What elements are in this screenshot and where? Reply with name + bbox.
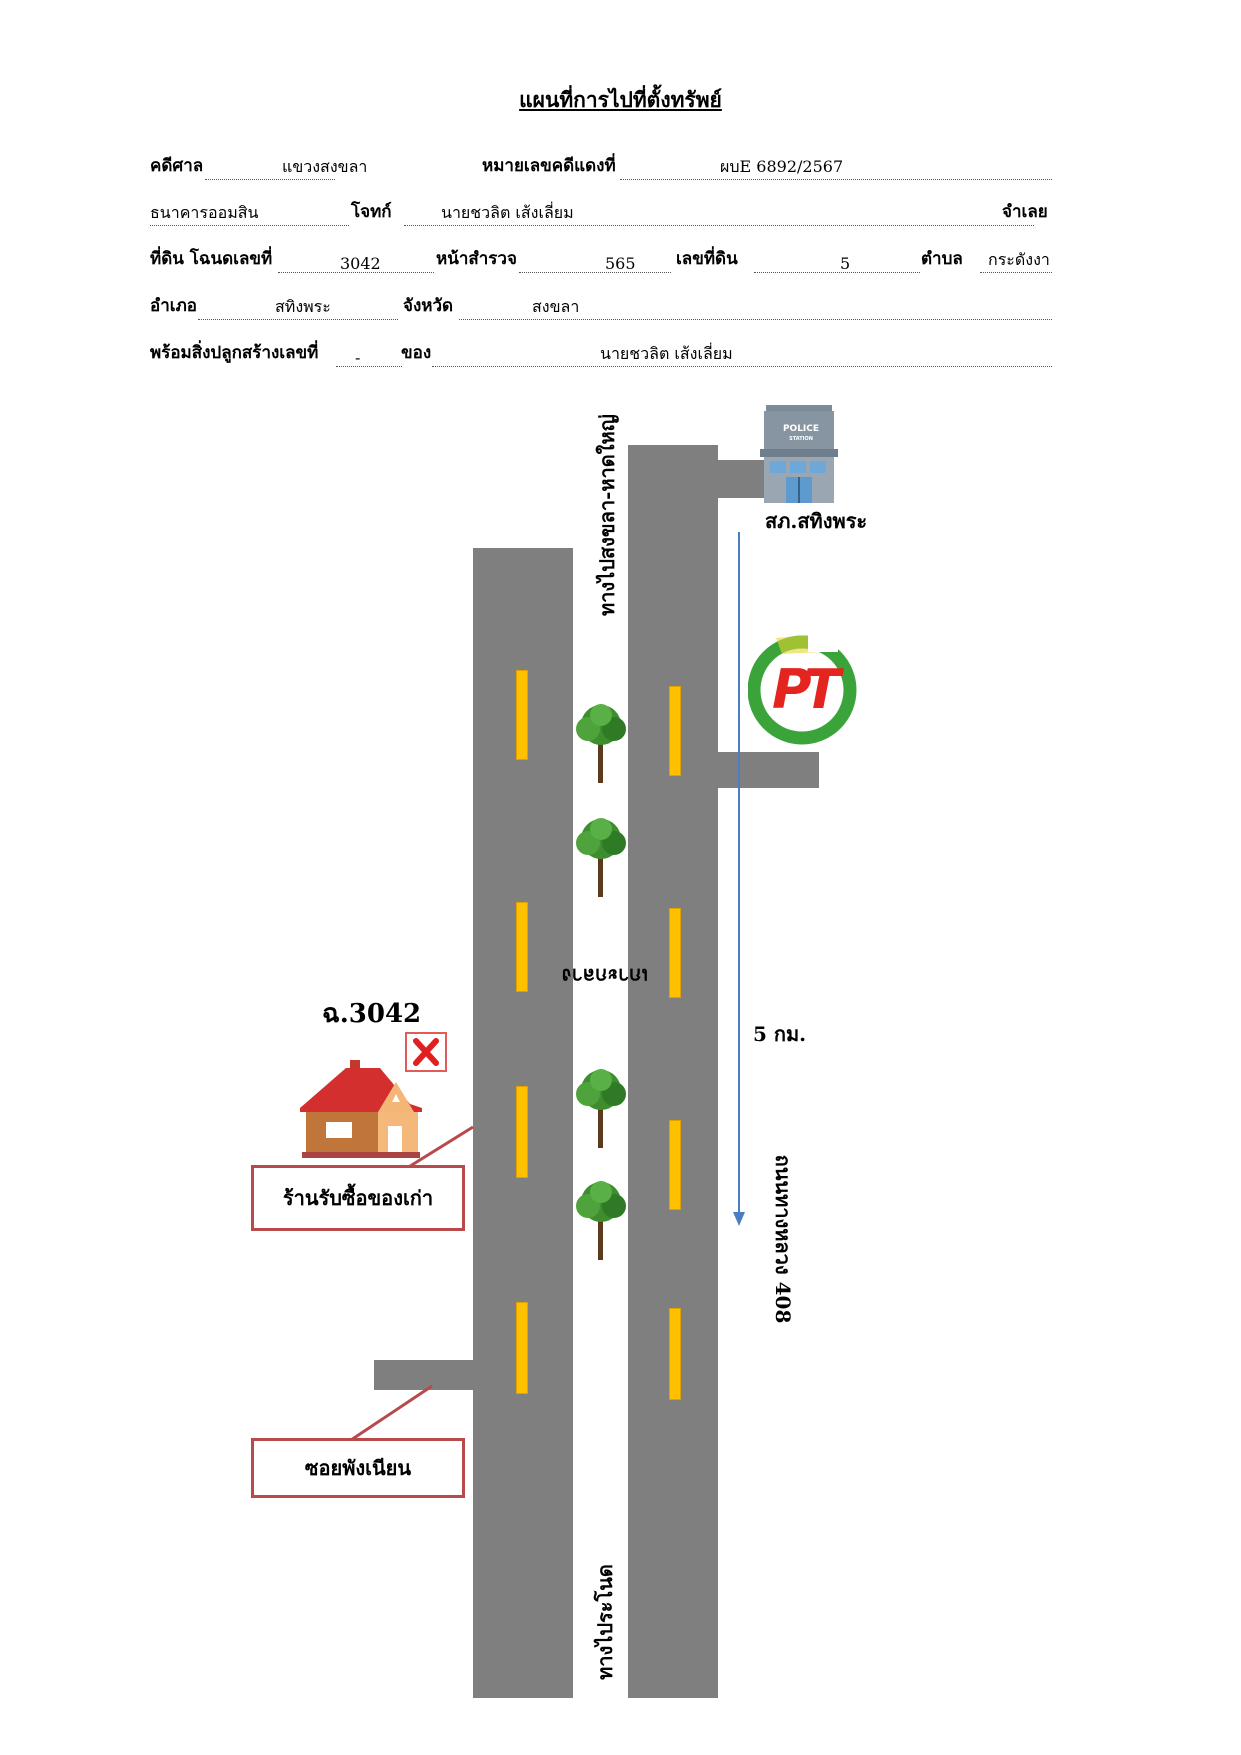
- amphoe-value: สทิงพระ: [275, 297, 331, 316]
- road-police-branch: [715, 460, 770, 498]
- police-sign-line2: STATION: [789, 436, 813, 442]
- target-x-icon: [405, 1032, 447, 1072]
- deed-number-label: ฉ.3042: [322, 999, 422, 1029]
- land-label: ที่ดิน โฉนดเลขที่: [150, 249, 273, 269]
- lane-marker: [669, 1308, 681, 1400]
- distance-label: 5 กม.: [753, 1022, 807, 1046]
- lane-marker: [669, 908, 681, 998]
- lane-marker: [669, 686, 681, 776]
- tree-icon: [576, 818, 626, 897]
- parcel-label: เลขที่ดิน: [676, 249, 738, 269]
- distance-arrow-icon: [733, 532, 745, 1226]
- form-row-land: ที่ดิน โฉนดเลขที่ 3042 หน้าสำรวจ 565 เลข…: [150, 246, 1052, 274]
- plaintiff-value: ธนาคารออมสิน: [150, 203, 259, 222]
- tambon-value: กระดังงา: [988, 250, 1050, 269]
- shop-callout: ร้านรับซื้อของเก่า: [251, 1165, 465, 1231]
- shop-callout-connector: [406, 1125, 474, 1170]
- north-direction-label: ทางไปสงขลา-หาดใหญ่: [595, 414, 619, 616]
- red-case-value: ผบE 6892/2567: [720, 157, 844, 176]
- court-value: แขวงสงขลา: [282, 157, 368, 176]
- form-row-parties: ธนาคารออมสิน โจทก์ นายชวลิต เส้งเลี่ยม จ…: [150, 199, 1052, 227]
- survey-value: 565: [605, 254, 636, 273]
- form-row-location: อำเภอ สทิงพระ จังหวัด สงขลา: [150, 293, 1052, 321]
- road-gas-branch: [715, 752, 819, 788]
- lane-marker: [669, 1120, 681, 1210]
- page-title: แผนที่การไปที่ตั้งทรัพย์: [519, 87, 722, 112]
- police-station-icon: [760, 405, 838, 503]
- building-value: -: [355, 348, 361, 367]
- province-label: จังหวัด: [403, 296, 454, 316]
- road-east-lane: [628, 445, 718, 1698]
- court-label: คดีศาล: [150, 156, 204, 176]
- owner-value: นายชวลิต เส้งเลี่ยม: [600, 344, 733, 363]
- plaintiff-label: โจทก์: [351, 202, 392, 222]
- amphoe-label: อำเภอ: [150, 296, 197, 316]
- police-station-label: สภ.สทิงพระ: [765, 509, 868, 533]
- survey-label: หน้าสำรวจ: [436, 249, 517, 269]
- soi-callout-connector: [347, 1384, 433, 1444]
- lane-marker: [516, 1086, 528, 1178]
- owner-label: ของ: [401, 343, 432, 363]
- soi-callout: ซอยพังเนียน: [251, 1438, 465, 1498]
- tree-icon: [576, 1069, 626, 1148]
- median-label: เกาะกลาง: [561, 964, 649, 988]
- lane-marker: [516, 902, 528, 992]
- highway-label: ถนนทางหลวง 408: [771, 1154, 795, 1324]
- form-row-building: พร้อมสิ่งปลูกสร้างเลขที่ - ของ นายชวลิต …: [150, 340, 1052, 368]
- tree-icon: [576, 704, 626, 783]
- pt-logo-text: PT: [772, 658, 840, 721]
- defendant-label: จำเลย: [1002, 202, 1048, 222]
- province-value: สงขลา: [532, 297, 580, 316]
- lane-marker: [516, 1302, 528, 1394]
- road-soi-branch: [374, 1360, 474, 1390]
- land-value: 3042: [340, 254, 381, 273]
- lane-marker: [516, 670, 528, 760]
- pt-gas-station-logo: [748, 630, 857, 745]
- house-icon: [300, 1060, 422, 1158]
- defendant-value: นายชวลิต เส้งเลี่ยม: [441, 203, 574, 222]
- building-label: พร้อมสิ่งปลูกสร้างเลขที่: [150, 343, 319, 363]
- tambon-label: ตำบล: [921, 249, 963, 269]
- form-row-court: คดีศาล แขวงสงขลา หมายเลขคดีแดงที่ ผบE 68…: [150, 153, 1052, 181]
- police-sign-line1: POLICE: [782, 424, 820, 434]
- parcel-value: 5: [840, 254, 851, 273]
- south-direction-label: ทางไประโนด: [593, 1564, 617, 1680]
- tree-icon: [576, 1181, 626, 1260]
- red-case-label: หมายเลขคดีแดงที่: [482, 156, 616, 176]
